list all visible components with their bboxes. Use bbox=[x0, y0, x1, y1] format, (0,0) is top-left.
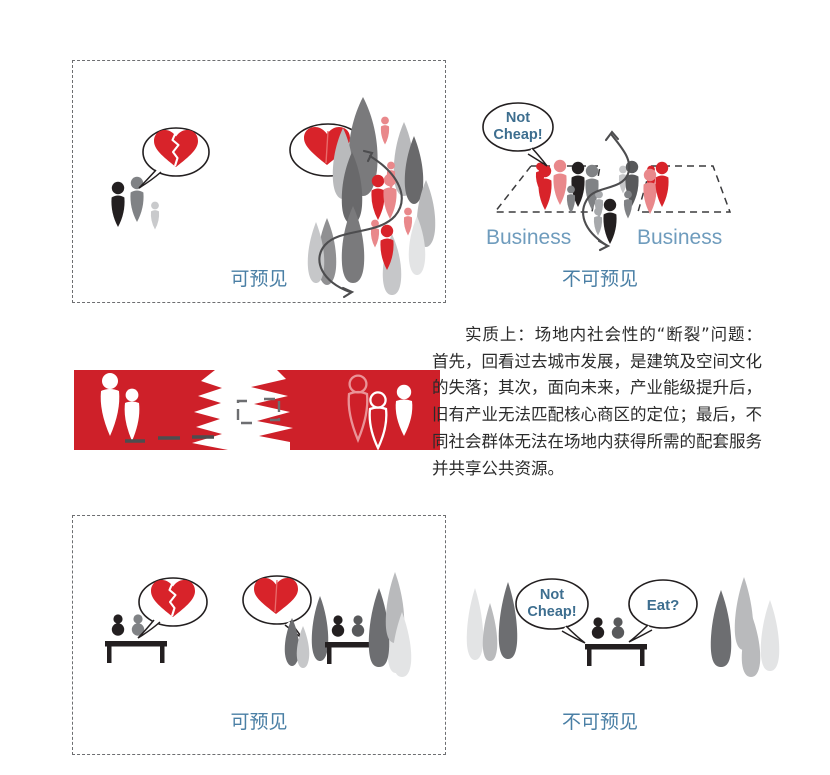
accent-bar bbox=[425, 372, 439, 444]
banner-gap-brackets bbox=[236, 397, 281, 425]
banner-people-right bbox=[347, 374, 413, 451]
plot-right-dashed bbox=[637, 165, 732, 213]
torn-red-banner bbox=[74, 370, 440, 451]
banner-left-half bbox=[74, 370, 228, 450]
people-plot-centre bbox=[566, 161, 604, 219]
banner-people-left bbox=[100, 373, 140, 441]
bubble-line-eat: Eat? bbox=[647, 597, 680, 614]
people-plot-left bbox=[535, 159, 567, 210]
trees-unpred-left bbox=[466, 582, 518, 661]
label-business-right: Business bbox=[637, 226, 722, 249]
speech-bubble-not-cheap-urban: Not Cheap! bbox=[482, 102, 554, 167]
speech-bubble-not-cheap-street: Not Cheap! bbox=[515, 578, 589, 644]
bubble-line-not-street: Not bbox=[540, 587, 564, 603]
bench-group-unpred bbox=[585, 617, 647, 666]
bubble-line-not: Not bbox=[506, 110, 530, 126]
people-plot-mid-right bbox=[618, 160, 639, 219]
group-unpredictable-street: Not Cheap! Eat? 不可预见 bbox=[466, 577, 780, 733]
trees-unpred-right bbox=[710, 577, 780, 677]
label-unpredictable-street: 不可预见 bbox=[562, 711, 638, 733]
group-unpredictable-urban: Not Cheap! Business Business 不可预见 bbox=[482, 102, 732, 290]
flow-arrow-plots bbox=[582, 130, 631, 252]
label-business-left: Business bbox=[486, 226, 571, 249]
speech-bubble-eat: Eat? bbox=[628, 579, 698, 643]
label-unpredictable-urban: 不可预见 bbox=[562, 268, 638, 290]
body-paragraph: 实质上：场地内社会性的“断裂”问题：首先，回看过去城市发展，是建筑及空间文化的失… bbox=[432, 325, 762, 478]
panel-predictable-urban bbox=[72, 60, 446, 303]
panel-predictable-street bbox=[72, 515, 446, 755]
bubble-line-cheap-street: Cheap! bbox=[527, 604, 576, 620]
banner-right-half bbox=[251, 370, 440, 450]
plot-left-dashed bbox=[493, 165, 601, 213]
bubble-line-cheap: Cheap! bbox=[493, 127, 542, 143]
people-plot-right bbox=[643, 161, 669, 214]
banner-fade-dashes bbox=[125, 435, 214, 443]
people-stray-bottom bbox=[593, 198, 617, 244]
